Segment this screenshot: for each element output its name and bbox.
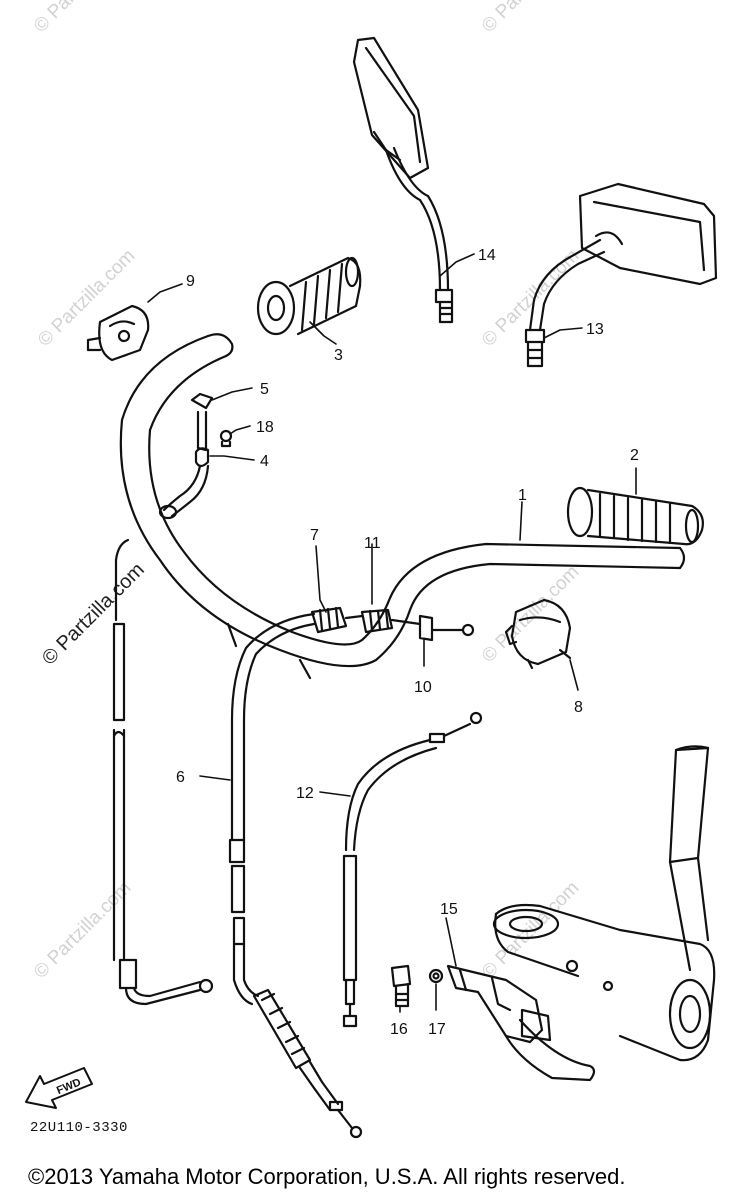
label-4: 4 [260,453,269,470]
steering-stem[interactable] [492,745,716,1062]
label-10: 10 [414,679,432,696]
forward-arrow: FWD [22,1062,102,1117]
label-7: 7 [310,527,319,544]
label-1: 1 [518,487,527,504]
switch-left[interactable] [86,304,150,362]
label-2: 2 [630,447,639,464]
cable-left[interactable] [112,538,214,1006]
grip-right[interactable] [566,486,704,546]
diagram-code: 22U110-3330 [30,1120,128,1136]
label-5: 5 [260,381,269,398]
label-17: 17 [428,1021,446,1038]
leader-lines [147,253,637,1013]
throttle-cable[interactable] [228,612,363,1139]
lever-holder[interactable] [158,392,233,520]
cable-adjusters[interactable] [310,606,475,642]
label-9: 9 [186,273,195,290]
arrow-icon: FWD [25,1067,93,1109]
label-16: 16 [390,1021,408,1038]
label-11: 11 [364,535,381,552]
label-12: 12 [296,785,314,802]
label-15: 15 [440,901,458,918]
switch-right[interactable] [504,598,572,670]
label-13: 13 [586,321,604,338]
label-8: 8 [574,699,583,716]
copyright-notice: ©2013 Yamaha Motor Corporation, U.S.A. A… [28,1164,626,1189]
mirror-right[interactable] [524,182,718,368]
cable-12[interactable] [342,711,483,1028]
label-14: 14 [478,247,496,264]
label-6: 6 [176,769,185,786]
mirror-left[interactable] [352,36,454,324]
label-18: 18 [256,419,274,436]
bracket-15[interactable] [390,964,596,1082]
grip-left[interactable] [256,256,362,336]
label-3: 3 [334,347,343,364]
part-labels: 9 3 14 13 5 18 4 2 1 7 11 10 8 6 12 15 1… [176,247,639,1038]
